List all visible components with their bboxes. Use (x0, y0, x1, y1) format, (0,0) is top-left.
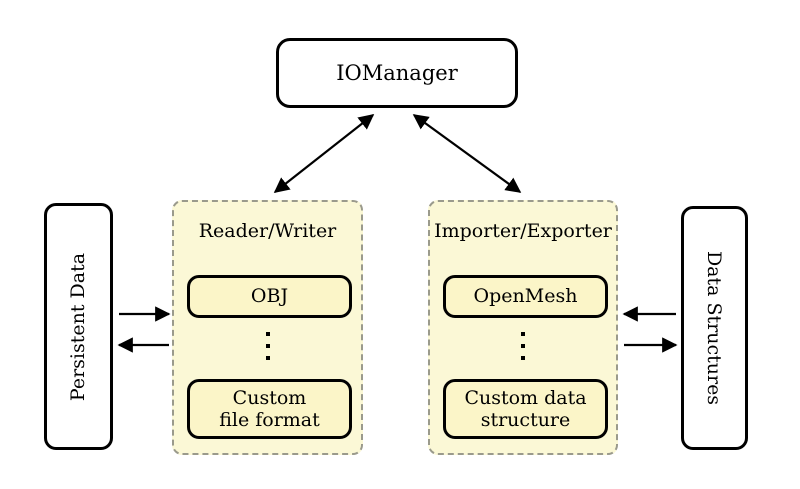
node-iomanager-label: IOManager (336, 61, 458, 85)
ellipsis-importer-exporter (430, 332, 616, 360)
group-importer-exporter-title: Importer/Exporter (434, 220, 612, 242)
node-persistent-data[interactable]: Persistent Data (44, 203, 113, 450)
box-openmesh[interactable]: OpenMesh (443, 275, 608, 318)
ellipsis-dot (521, 332, 525, 336)
node-data-structures-label: Data Structures (703, 250, 726, 406)
box-custom-data-structure-line1: Custom data (464, 386, 587, 409)
box-custom-file-format-line1: Custom (232, 386, 307, 409)
ellipsis-dot (521, 344, 525, 348)
group-importer-exporter[interactable]: Importer/Exporter OpenMesh Custom data s… (428, 200, 618, 455)
arrow-iomanager-readerwriter (273, 114, 375, 193)
box-custom-file-format-line2: file format (219, 409, 320, 431)
node-persistent-data-label: Persistent Data (67, 252, 90, 401)
group-reader-writer[interactable]: Reader/Writer OBJ Custom file format (172, 200, 363, 455)
ellipsis-dot (265, 332, 270, 336)
node-iomanager[interactable]: IOManager (276, 38, 518, 108)
arrow-iomanager-importerexporter (412, 114, 522, 193)
ellipsis-dot (265, 356, 270, 360)
box-custom-file-format[interactable]: Custom file format (187, 379, 352, 439)
box-custom-data-structure[interactable]: Custom data structure (443, 379, 608, 439)
box-openmesh-label: OpenMesh (473, 285, 578, 308)
box-obj-label: OBJ (250, 285, 289, 308)
group-reader-writer-title: Reader/Writer (198, 220, 337, 242)
ellipsis-dot (265, 344, 270, 348)
ellipsis-reader-writer (174, 332, 361, 360)
node-data-structures[interactable]: Data Structures (681, 206, 748, 450)
box-obj[interactable]: OBJ (187, 275, 352, 318)
box-custom-data-structure-line2: structure (480, 409, 571, 431)
ellipsis-dot (521, 356, 525, 360)
